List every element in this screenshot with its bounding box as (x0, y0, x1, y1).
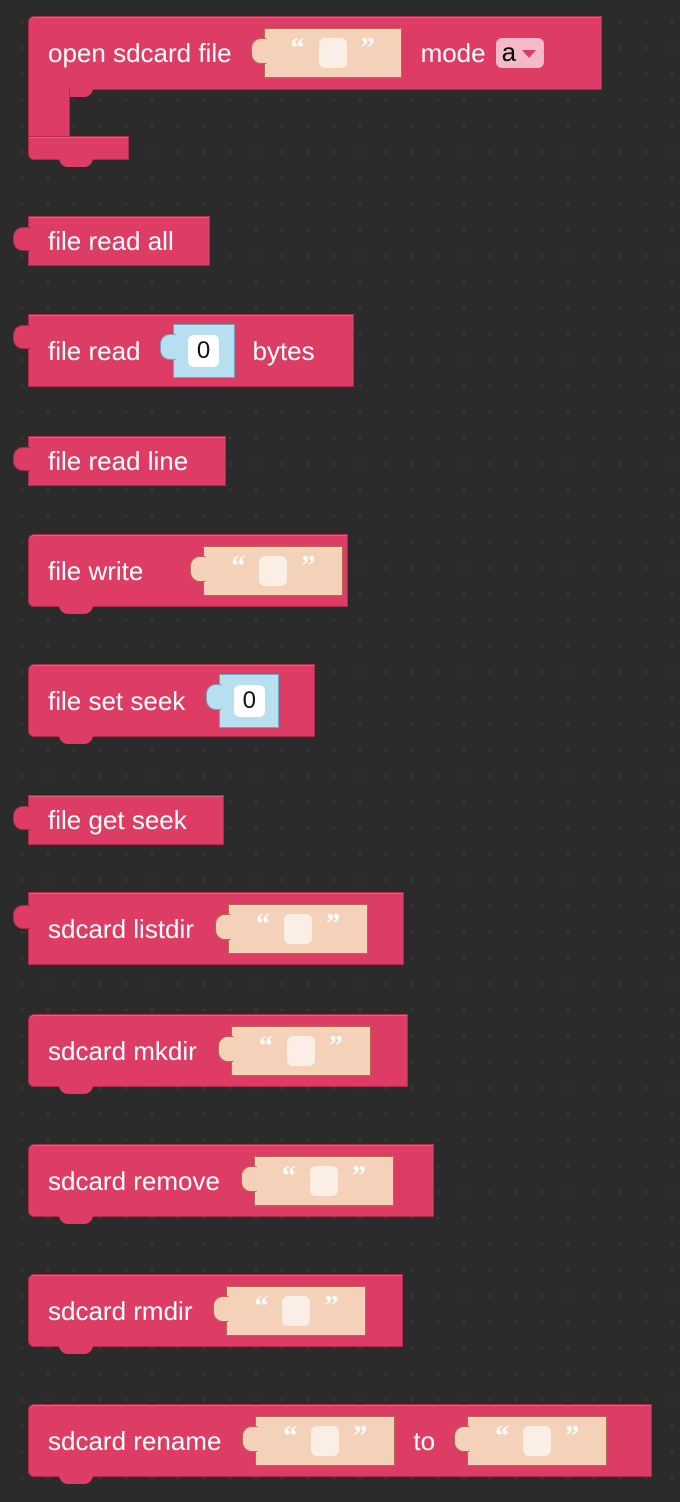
rename-source-input[interactable]: “ ” (242, 1415, 396, 1466)
open-sdcard-file-label: open sdcard file (48, 38, 232, 68)
close-quote-icon: ” (353, 1420, 368, 1452)
sdcard-listdir-label: sdcard listdir (48, 913, 194, 944)
sdcard-rename-block[interactable]: sdcard rename “ ” to “ ” (28, 1404, 652, 1484)
mkdir-path-input[interactable]: “ ” (217, 1025, 371, 1076)
filename-text-input[interactable]: “ ” (250, 28, 402, 78)
seek-position-input[interactable]: 0 (206, 673, 280, 728)
container-arm (28, 89, 70, 137)
open-quote-icon: “ (255, 908, 270, 940)
file-get-seek-block[interactable]: file get seek (13, 795, 224, 845)
output-tab (13, 806, 31, 830)
container-footer (28, 136, 129, 167)
file-read-label: file read (48, 335, 141, 366)
open-quote-icon: “ (290, 33, 305, 64)
sdcard-rmdir-block[interactable]: sdcard rmdir “ ” (28, 1274, 403, 1354)
open-quote-icon: “ (283, 1420, 298, 1452)
write-text-field[interactable] (259, 555, 288, 586)
close-quote-icon: ” (351, 1160, 366, 1192)
bytes-label: bytes (252, 335, 315, 366)
filename-field[interactable] (318, 38, 347, 68)
open-quote-icon: “ (231, 550, 246, 582)
open-quote-icon: “ (495, 1420, 510, 1452)
close-quote-icon: ” (565, 1420, 580, 1452)
sdcard-mkdir-label: sdcard mkdir (48, 1035, 197, 1066)
file-read-all-block[interactable]: file read all (13, 216, 210, 266)
to-label: to (413, 1425, 436, 1456)
dropdown-arrow-icon (522, 50, 537, 58)
rename-target-field[interactable] (523, 1425, 552, 1456)
rename-target-input[interactable]: “ ” (454, 1415, 608, 1466)
sdcard-rename-label: sdcard rename (48, 1425, 222, 1456)
file-set-seek-label: file set seek (48, 685, 186, 716)
mkdir-path-field[interactable] (286, 1035, 315, 1066)
file-set-seek-block[interactable]: file set seek 0 (28, 664, 315, 744)
file-read-line-label: file read line (48, 446, 189, 476)
output-tab (13, 325, 31, 349)
file-read-all-label: file read all (48, 226, 174, 256)
remove-path-input[interactable]: “ ” (240, 1155, 394, 1206)
mode-dropdown[interactable]: a (495, 37, 545, 68)
open-quote-icon: “ (254, 1290, 269, 1322)
file-write-label: file write (48, 555, 144, 586)
file-read-bytes-block[interactable]: file read 0 bytes (13, 314, 354, 387)
sdcard-rmdir-label: sdcard rmdir (48, 1295, 193, 1326)
listdir-path-input[interactable]: “ ” (214, 903, 368, 954)
rmdir-path-field[interactable] (282, 1295, 311, 1326)
sdcard-listdir-block[interactable]: sdcard listdir “ ” (13, 892, 404, 965)
seek-position-value[interactable]: 0 (233, 684, 265, 717)
file-write-block[interactable]: file write “ ” (28, 534, 348, 614)
mode-label: mode (420, 38, 486, 68)
byte-count-input[interactable]: 0 (159, 323, 235, 378)
sdcard-remove-label: sdcard remove (48, 1165, 220, 1196)
file-get-seek-label: file get seek (48, 805, 187, 835)
output-tab (13, 447, 31, 471)
sdcard-remove-block[interactable]: sdcard remove “ ” (28, 1144, 434, 1224)
remove-path-field[interactable] (309, 1165, 338, 1196)
byte-count-value[interactable]: 0 (187, 334, 220, 367)
rename-source-field[interactable] (311, 1425, 340, 1456)
listdir-path-field[interactable] (283, 913, 312, 944)
open-sdcard-file-header[interactable]: open sdcard file “ ” mode a (28, 16, 602, 97)
sdcard-mkdir-block[interactable]: sdcard mkdir “ ” (28, 1014, 408, 1094)
open-quote-icon: “ (258, 1030, 273, 1062)
close-quote-icon: ” (360, 33, 375, 64)
rmdir-path-input[interactable]: “ ” (213, 1285, 367, 1336)
file-read-line-block[interactable]: file read line (13, 436, 226, 486)
close-quote-icon: ” (328, 1030, 343, 1062)
output-tab (13, 905, 31, 929)
output-tab (13, 227, 31, 251)
mode-value: a (501, 37, 517, 67)
open-quote-icon: “ (281, 1160, 296, 1192)
write-text-input[interactable]: “ ” (190, 545, 344, 596)
close-quote-icon: ” (301, 550, 316, 582)
close-quote-icon: ” (325, 908, 340, 940)
close-quote-icon: ” (324, 1290, 339, 1322)
